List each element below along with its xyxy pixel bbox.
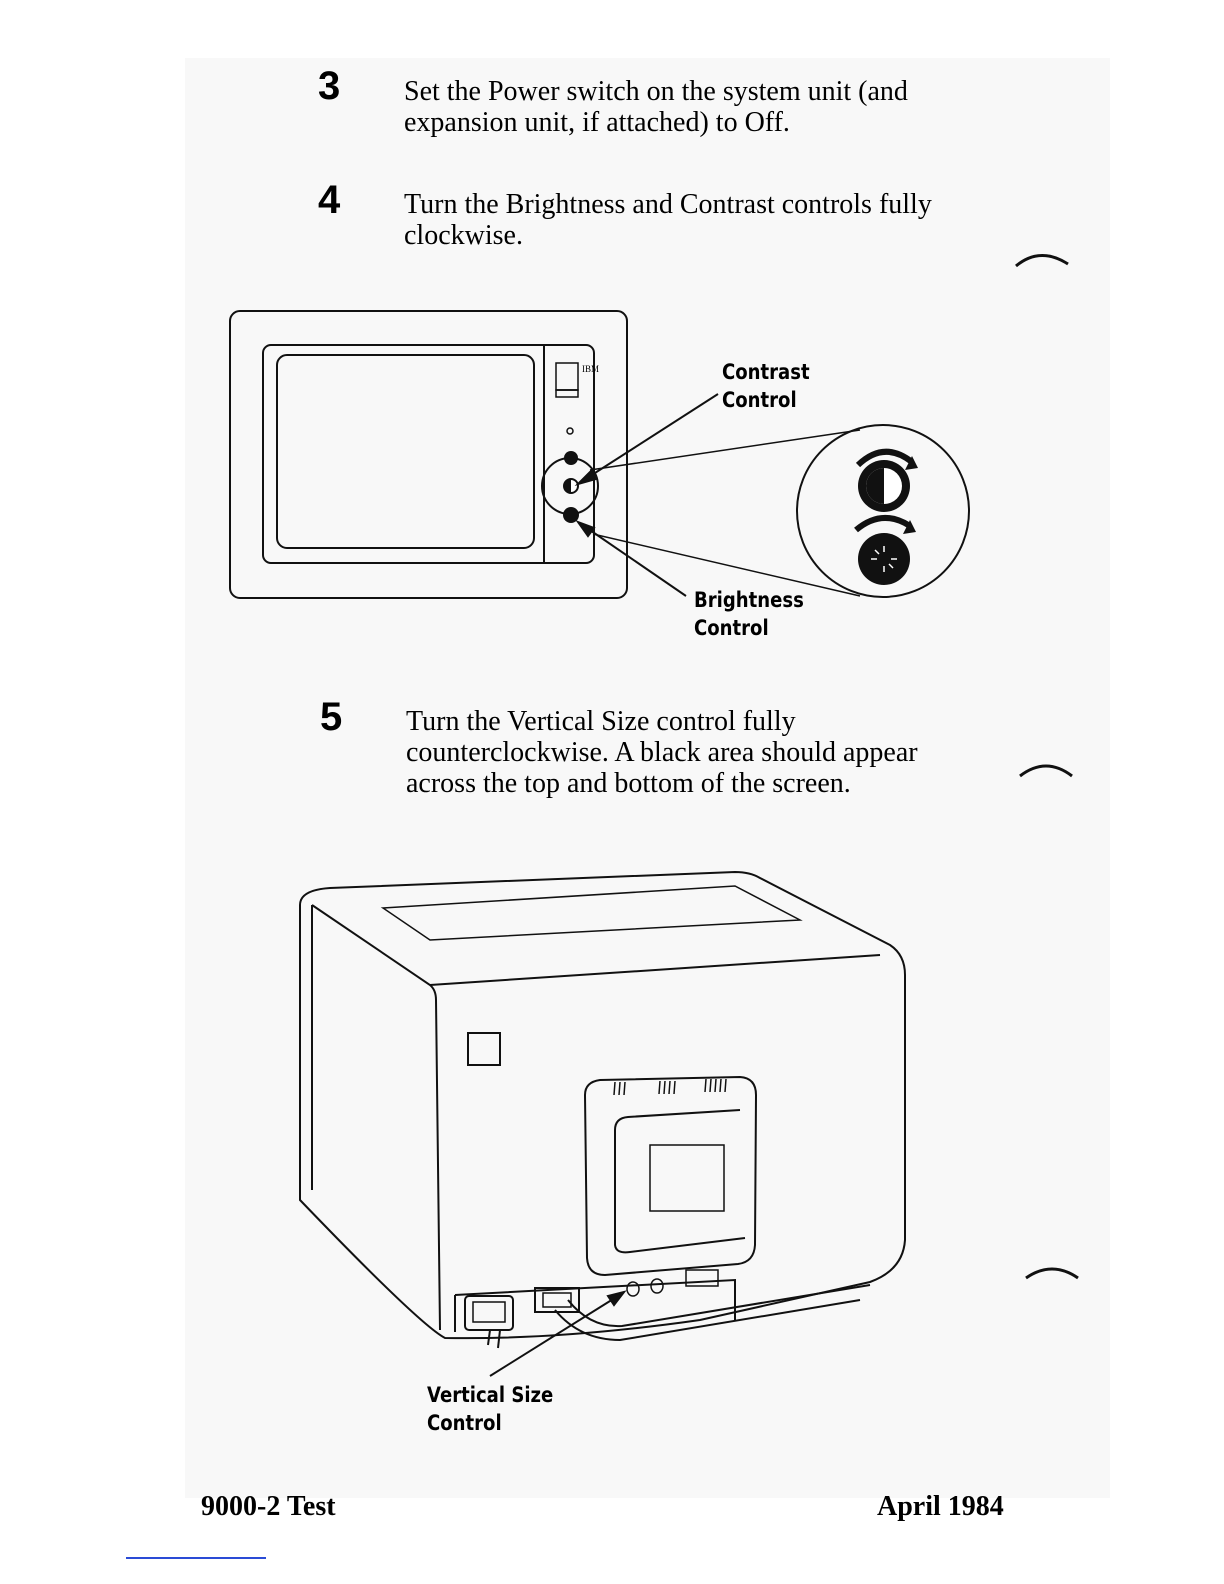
contrast-control-label-line2: Control <box>722 388 797 412</box>
brightness-control-label-line1: Brightness <box>694 588 804 612</box>
vertical-size-control-label-line1: Vertical Size <box>427 1383 554 1407</box>
vertical-size-control-label-line2: Control <box>427 1411 502 1435</box>
ibm-logo: IBM <box>582 364 600 374</box>
step-number-5: 5 <box>320 695 343 739</box>
step-number-4: 4 <box>318 178 341 222</box>
footer-left-text: 9000-2 Test <box>201 1491 336 1522</box>
step-text-3: Set the Power switch on the system unit … <box>404 76 908 138</box>
step-text-4: Turn the Brightness and Contrast control… <box>404 189 932 251</box>
page-background <box>185 58 1110 1498</box>
contrast-control-label-line1: Contrast <box>722 360 810 384</box>
step-number-3: 3 <box>318 64 341 108</box>
bottom-rule <box>126 1557 266 1559</box>
brightness-control-label-line2: Control <box>694 616 769 640</box>
step-text-5: Turn the Vertical Size control fully cou… <box>406 706 918 799</box>
footer-right-text: April 1984 <box>877 1491 1004 1522</box>
